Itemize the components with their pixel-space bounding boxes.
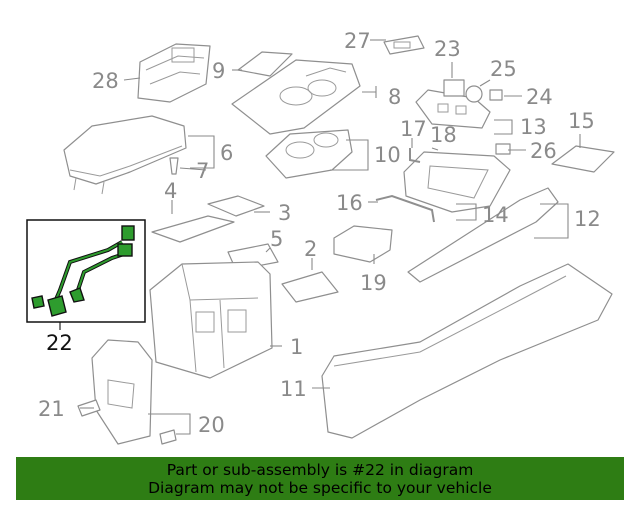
callout-26: 26 xyxy=(530,139,557,163)
callout-8: 8 xyxy=(388,85,401,109)
part-7-clip xyxy=(169,157,179,175)
callout-24: 24 xyxy=(526,85,553,109)
part-20-front-trim xyxy=(91,339,153,445)
part-9-plate xyxy=(237,51,293,77)
callout-23: 23 xyxy=(434,37,461,61)
callout-22: 22 xyxy=(46,331,73,355)
part-27-switch xyxy=(383,35,425,55)
callout-11: 11 xyxy=(280,377,307,401)
part-6-armrest-lid xyxy=(63,115,187,195)
info-banner: Part or sub-assembly is #22 in diagram D… xyxy=(16,457,624,500)
banner-line-2: Diagram may not be specific to your vehi… xyxy=(148,479,492,497)
part-12-side-trim xyxy=(407,187,559,283)
part-22-wire-harness xyxy=(26,219,146,323)
part-10-cup-holder xyxy=(265,129,353,179)
callout-labels: 28 9 27 8 6 7 10 4 3 5 2 1 11 21 20 22 2… xyxy=(38,29,601,437)
banner-line-1: Part or sub-assembly is #22 in diagram xyxy=(166,461,474,479)
part-26-clip xyxy=(495,143,511,155)
callout-14: 14 xyxy=(482,203,509,227)
callout-9: 9 xyxy=(212,59,225,83)
part-15-pad xyxy=(551,145,615,173)
callout-15: 15 xyxy=(568,109,595,133)
callout-1: 1 xyxy=(290,335,303,359)
part-16-bracket xyxy=(375,194,435,223)
callout-21: 21 xyxy=(38,397,65,421)
callout-2: 2 xyxy=(304,237,317,261)
callout-17: 17 xyxy=(400,117,427,141)
callout-20: 20 xyxy=(198,413,225,437)
part-19-module xyxy=(333,225,393,263)
part-2-bracket xyxy=(281,271,339,303)
part-17-clip xyxy=(409,148,421,163)
callout-16: 16 xyxy=(336,191,363,215)
callout-25: 25 xyxy=(490,57,517,81)
part-8-console-panel xyxy=(231,59,361,135)
part-3-tray xyxy=(207,195,265,217)
part-23-switch xyxy=(443,79,465,97)
callout-6: 6 xyxy=(220,141,233,165)
part-24-connector xyxy=(489,89,503,101)
callout-19: 19 xyxy=(360,271,387,295)
part-1-console-box xyxy=(149,261,273,379)
callout-4: 4 xyxy=(164,179,177,203)
callout-18: 18 xyxy=(430,123,457,147)
callout-28: 28 xyxy=(92,69,119,93)
callout-3: 3 xyxy=(278,201,291,225)
leader-lines xyxy=(59,39,581,435)
parts-diagram: 28 9 27 8 6 7 10 4 3 5 2 1 11 21 20 22 2… xyxy=(26,29,615,445)
part-4-tray-mat xyxy=(151,215,235,243)
callout-7: 7 xyxy=(196,159,209,183)
callout-27: 27 xyxy=(344,29,371,53)
part-28-shift-panel xyxy=(137,43,211,103)
part-20-fastener xyxy=(159,429,177,445)
callout-13: 13 xyxy=(520,115,547,139)
part-25-knob xyxy=(465,85,483,103)
part-11-side-panel xyxy=(321,263,613,439)
part-18-center-frame xyxy=(403,151,511,213)
callout-12: 12 xyxy=(574,207,601,231)
callout-10: 10 xyxy=(374,143,401,167)
callout-5: 5 xyxy=(270,227,283,251)
